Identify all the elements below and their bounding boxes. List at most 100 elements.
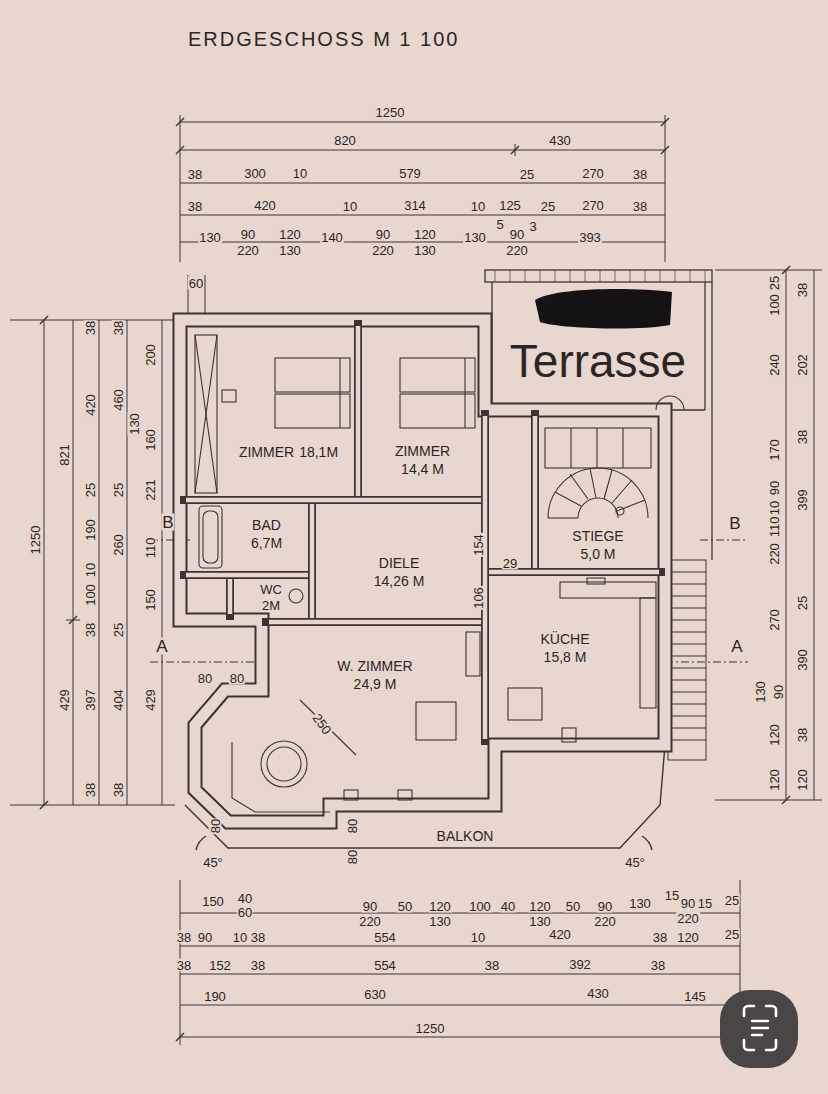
dimension-label: 270 bbox=[768, 608, 781, 632]
room-area: BAD6,7M bbox=[225, 512, 308, 556]
room-area: Terrasse bbox=[487, 333, 709, 390]
room-name: KÜCHE bbox=[540, 631, 589, 647]
dimension-label: 190 bbox=[84, 518, 97, 542]
room-size: 2M bbox=[262, 599, 280, 614]
dimension-label: 554 bbox=[373, 931, 397, 944]
dimension-label: 106 bbox=[472, 586, 485, 610]
dimension-label: 429 bbox=[144, 688, 157, 712]
dimension-label: 399 bbox=[796, 488, 809, 512]
dimension-label: 100 bbox=[468, 900, 492, 913]
dimension-label: 10 bbox=[292, 167, 308, 180]
dimension-label: 38 bbox=[176, 931, 192, 944]
dimension-label: 270 bbox=[581, 167, 605, 180]
dimension-label: 38 bbox=[84, 622, 97, 638]
dimension-label: 220 bbox=[236, 244, 260, 257]
dimension-label: 25 bbox=[768, 275, 781, 291]
dimension-label: 90 bbox=[772, 684, 785, 700]
dimension-label: 25 bbox=[796, 595, 809, 611]
dimension-label: B bbox=[161, 514, 174, 531]
dimension-label: 38 bbox=[484, 959, 500, 972]
dimension-label: 160 bbox=[144, 428, 157, 452]
dimension-label: 270 bbox=[581, 199, 605, 212]
dimension-label: 821 bbox=[58, 443, 71, 467]
dimension-label: 25 bbox=[112, 482, 125, 498]
dimension-label: 420 bbox=[548, 928, 572, 941]
room-area: DIELE14,26 M bbox=[318, 548, 480, 596]
dimension-label: 220 bbox=[358, 915, 382, 928]
outer-walls bbox=[180, 320, 665, 822]
dimension-label: 1250 bbox=[29, 525, 42, 556]
room-area: STIEGE5,0 M bbox=[540, 524, 656, 566]
dimension-label: 120 bbox=[768, 723, 781, 747]
dimension-label: 90 bbox=[362, 900, 378, 913]
dimension-label: 220 bbox=[371, 244, 395, 257]
dimension-label: 38 bbox=[176, 959, 192, 972]
dimension-label: 130 bbox=[628, 897, 652, 910]
dimension-label: 40 bbox=[500, 900, 516, 913]
dimension-label: 1250 bbox=[375, 106, 406, 119]
dimension-label: 404 bbox=[112, 688, 125, 712]
dimension-label: 15 bbox=[664, 889, 680, 902]
dimension-label: 38 bbox=[632, 200, 648, 213]
dimension-label: 130 bbox=[428, 915, 452, 928]
room-size: 14,4 M bbox=[401, 461, 444, 477]
dimension-label: 130 bbox=[528, 915, 552, 928]
dimension-label: 80 bbox=[229, 672, 245, 685]
dimension-label: 10 bbox=[342, 200, 358, 213]
terrace-hatch bbox=[495, 270, 705, 282]
dimension-label: 25 bbox=[112, 622, 125, 638]
dimension-label: 220 bbox=[505, 244, 529, 257]
dimension-label: 50 bbox=[397, 900, 413, 913]
dimension-label: 80 bbox=[197, 672, 213, 685]
dimension-label: 38 bbox=[250, 931, 266, 944]
plan-title: ERDGESCHOSS M 1 100 bbox=[188, 28, 459, 51]
dimension-label: 130 bbox=[128, 412, 141, 436]
dimension-label: 90 bbox=[240, 228, 256, 241]
dimension-label: 140 bbox=[320, 231, 344, 244]
dimension-label: 100 bbox=[84, 583, 97, 607]
dimension-label: 80 bbox=[346, 849, 359, 865]
scan-icon bbox=[720, 990, 798, 1068]
dimension-label: 154 bbox=[472, 533, 485, 557]
dimension-label: 38 bbox=[187, 200, 203, 213]
dimension-label: 430 bbox=[586, 987, 610, 1000]
dimension-label: 90 bbox=[680, 897, 696, 910]
dimension-label: 130 bbox=[278, 244, 302, 257]
room-area: KÜCHE15,8 M bbox=[492, 625, 638, 671]
dimension-label: 170 bbox=[768, 438, 781, 462]
dimension-label: 220 bbox=[593, 915, 617, 928]
room-name: BAD bbox=[252, 517, 281, 533]
dimension-label: 10 bbox=[470, 931, 486, 944]
dimension-label: 90 bbox=[509, 228, 525, 241]
dimension-label: 220 bbox=[676, 912, 700, 925]
dimension-label: 90 bbox=[768, 480, 781, 496]
dimension-label: 45° bbox=[202, 856, 224, 869]
room-size: 18,1M bbox=[299, 444, 338, 460]
dimension-label: 38 bbox=[632, 168, 648, 181]
room-area: W. ZIMMER24,9 M bbox=[270, 652, 480, 698]
dimension-lines bbox=[10, 115, 822, 1045]
dimension-label: 429 bbox=[58, 688, 71, 712]
dimension-label: 554 bbox=[373, 959, 397, 972]
dimension-label: 150 bbox=[144, 588, 157, 612]
dimension-label: 120 bbox=[528, 900, 552, 913]
dimension-label: A bbox=[730, 638, 743, 655]
dimension-label: 200 bbox=[144, 343, 157, 367]
room-name: DIELE bbox=[379, 555, 419, 571]
redaction-mark bbox=[535, 289, 672, 328]
dimension-label: 260 bbox=[112, 533, 125, 557]
dimension-label: 38 bbox=[796, 727, 809, 743]
dimension-label: 25 bbox=[540, 200, 556, 213]
dimension-label: 120 bbox=[413, 228, 437, 241]
dimension-label: 120 bbox=[676, 931, 700, 944]
furniture bbox=[195, 335, 656, 812]
dimension-label: 15 bbox=[697, 897, 713, 910]
dimension-label: 392 bbox=[568, 958, 592, 971]
dimension-label: 38 bbox=[112, 320, 125, 336]
room-name: ZIMMER bbox=[239, 444, 294, 460]
dimension-label: 190 bbox=[203, 990, 227, 1003]
dimension-label: 110 bbox=[768, 516, 781, 539]
room-name: W. ZIMMER bbox=[337, 658, 412, 674]
dimension-label: 38 bbox=[187, 168, 203, 181]
dimension-label: 38 bbox=[796, 429, 809, 445]
